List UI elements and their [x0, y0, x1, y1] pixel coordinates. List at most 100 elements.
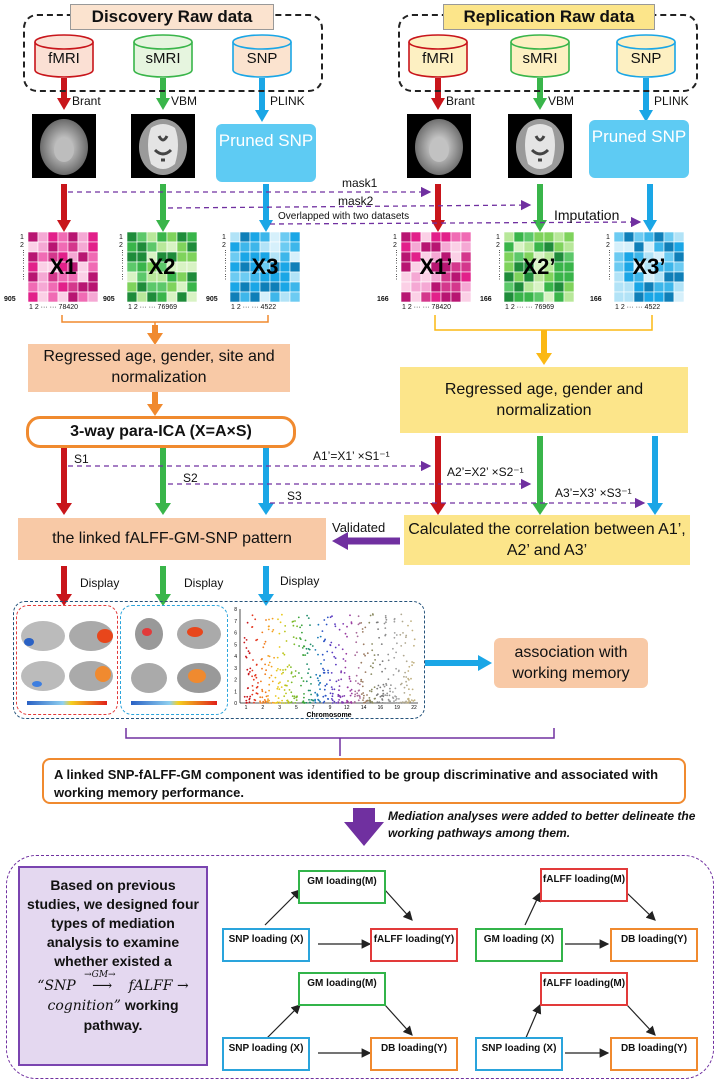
- manhattan-point: [361, 628, 364, 630]
- manhattan-point: [386, 694, 388, 697]
- manhattan-point: [265, 695, 268, 698]
- manhattan-point: [369, 700, 372, 703]
- manhattan-point: [255, 686, 258, 689]
- manhattan-point: [370, 673, 373, 675]
- manhattan-point: [362, 643, 365, 646]
- manhattan-point: [245, 699, 248, 702]
- manhattan-point: [302, 680, 305, 682]
- manhattan-point: [318, 684, 320, 686]
- association-box: association with working memory: [494, 638, 648, 688]
- formula-snp: “SNP: [37, 978, 76, 994]
- fmri-cylinder-left: fMRI: [34, 34, 94, 78]
- manhattan-point: [371, 700, 373, 703]
- manhattan-point: [252, 659, 254, 661]
- manhattan-point: [410, 677, 412, 680]
- manhattan-point: [278, 646, 281, 648]
- manhattan-point: [345, 701, 348, 704]
- matrix-col-axis: 1 2 ··· ··· 76969: [505, 304, 555, 311]
- manhattan-point: [312, 699, 315, 702]
- manhattan-ytick: 2: [234, 678, 237, 684]
- manhattan-point: [283, 653, 286, 656]
- manhattan-point: [260, 680, 262, 683]
- manhattan-point: [341, 695, 344, 698]
- matrix-row-count: 166: [480, 296, 492, 303]
- manhattan-point: [407, 698, 410, 701]
- manhattan-point: [302, 700, 305, 703]
- display-label-2: Display: [184, 576, 224, 590]
- para-ica-box: 3-way para-ICA (X=A×S): [26, 416, 296, 448]
- manhattan-point: [267, 664, 270, 666]
- smri-label: sMRI: [145, 50, 181, 67]
- manhattan-point: [288, 689, 291, 691]
- manhattan-point: [251, 693, 254, 696]
- manhattan-point: [278, 632, 281, 635]
- manhattan-point: [410, 620, 412, 622]
- manhattan-point: [333, 688, 336, 691]
- matrix-label: X1’: [419, 254, 453, 279]
- manhattan-point: [369, 665, 372, 667]
- manhattan-point: [264, 640, 267, 643]
- fmri-cylinder-right: fMRI: [408, 34, 468, 78]
- manhattan-point: [357, 623, 360, 626]
- manhattan-point: [338, 699, 340, 701]
- manhattan-point: [254, 618, 257, 621]
- manhattan-point: [294, 702, 297, 704]
- manhattan-point: [306, 614, 308, 617]
- manhattan-point: [362, 692, 365, 694]
- manhattan-xtick: 16: [378, 705, 384, 711]
- manhattan-point: [403, 686, 406, 689]
- manhattan-xtick: 12: [344, 705, 350, 711]
- matrix-col-axis: 1 2 ··· ··· 4522: [615, 304, 661, 311]
- manhattan-point: [361, 631, 364, 633]
- manhattan-point: [379, 695, 382, 698]
- manhattan-point: [263, 643, 266, 645]
- manhattan-point: [373, 697, 376, 700]
- manhattan-point: [407, 677, 409, 680]
- manhattan-point: [290, 672, 293, 675]
- model2-y: DB loading(Y): [610, 928, 698, 962]
- manhattan-point: [370, 688, 373, 691]
- manhattan-point: [299, 626, 301, 629]
- manhattan-point: [381, 670, 383, 673]
- snp-label: SNP: [630, 50, 662, 67]
- manhattan-point: [371, 613, 374, 615]
- manhattan-point: [251, 675, 253, 678]
- manhattan-point: [297, 616, 300, 619]
- manhattan-point: [372, 662, 374, 665]
- manhattan-point: [333, 655, 336, 658]
- discovery-title: Discovery Raw data: [70, 4, 274, 30]
- manhattan-point: [335, 680, 338, 683]
- manhattan-point: [319, 700, 321, 703]
- manhattan-point: [399, 633, 402, 636]
- gm-map-panel: [120, 605, 228, 715]
- manhattan-point: [323, 669, 325, 672]
- manhattan-point: [360, 661, 363, 664]
- manhattan-point: [379, 686, 382, 689]
- manhattan-point: [355, 674, 358, 677]
- manhattan-point: [271, 680, 274, 683]
- manhattan-point: [329, 692, 332, 695]
- manhattan-point: [317, 679, 320, 682]
- manhattan-point: [301, 631, 303, 634]
- s3-label: S3: [287, 489, 302, 503]
- manhattan-point: [246, 668, 249, 671]
- manhattan-point: [384, 702, 387, 704]
- manhattan-point: [263, 699, 266, 701]
- manhattan-point: [384, 634, 387, 637]
- manhattan-point: [309, 676, 312, 679]
- manhattan-point: [284, 702, 287, 704]
- manhattan-point: [247, 650, 250, 653]
- manhattan-point: [403, 692, 406, 694]
- manhattan-point: [349, 690, 352, 692]
- manhattan-point: [344, 660, 347, 662]
- model3-mediator: GM loading(M): [298, 972, 386, 1006]
- manhattan-point: [344, 632, 347, 635]
- manhattan-point: [288, 664, 291, 666]
- manhattan-point: [325, 623, 328, 626]
- manhattan-point: [350, 688, 353, 691]
- manhattan-point: [363, 694, 365, 697]
- manhattan-point: [302, 645, 305, 648]
- manhattan-point: [341, 648, 344, 651]
- matrix-col-axis: 1 2 ··· ··· 78420: [29, 304, 79, 311]
